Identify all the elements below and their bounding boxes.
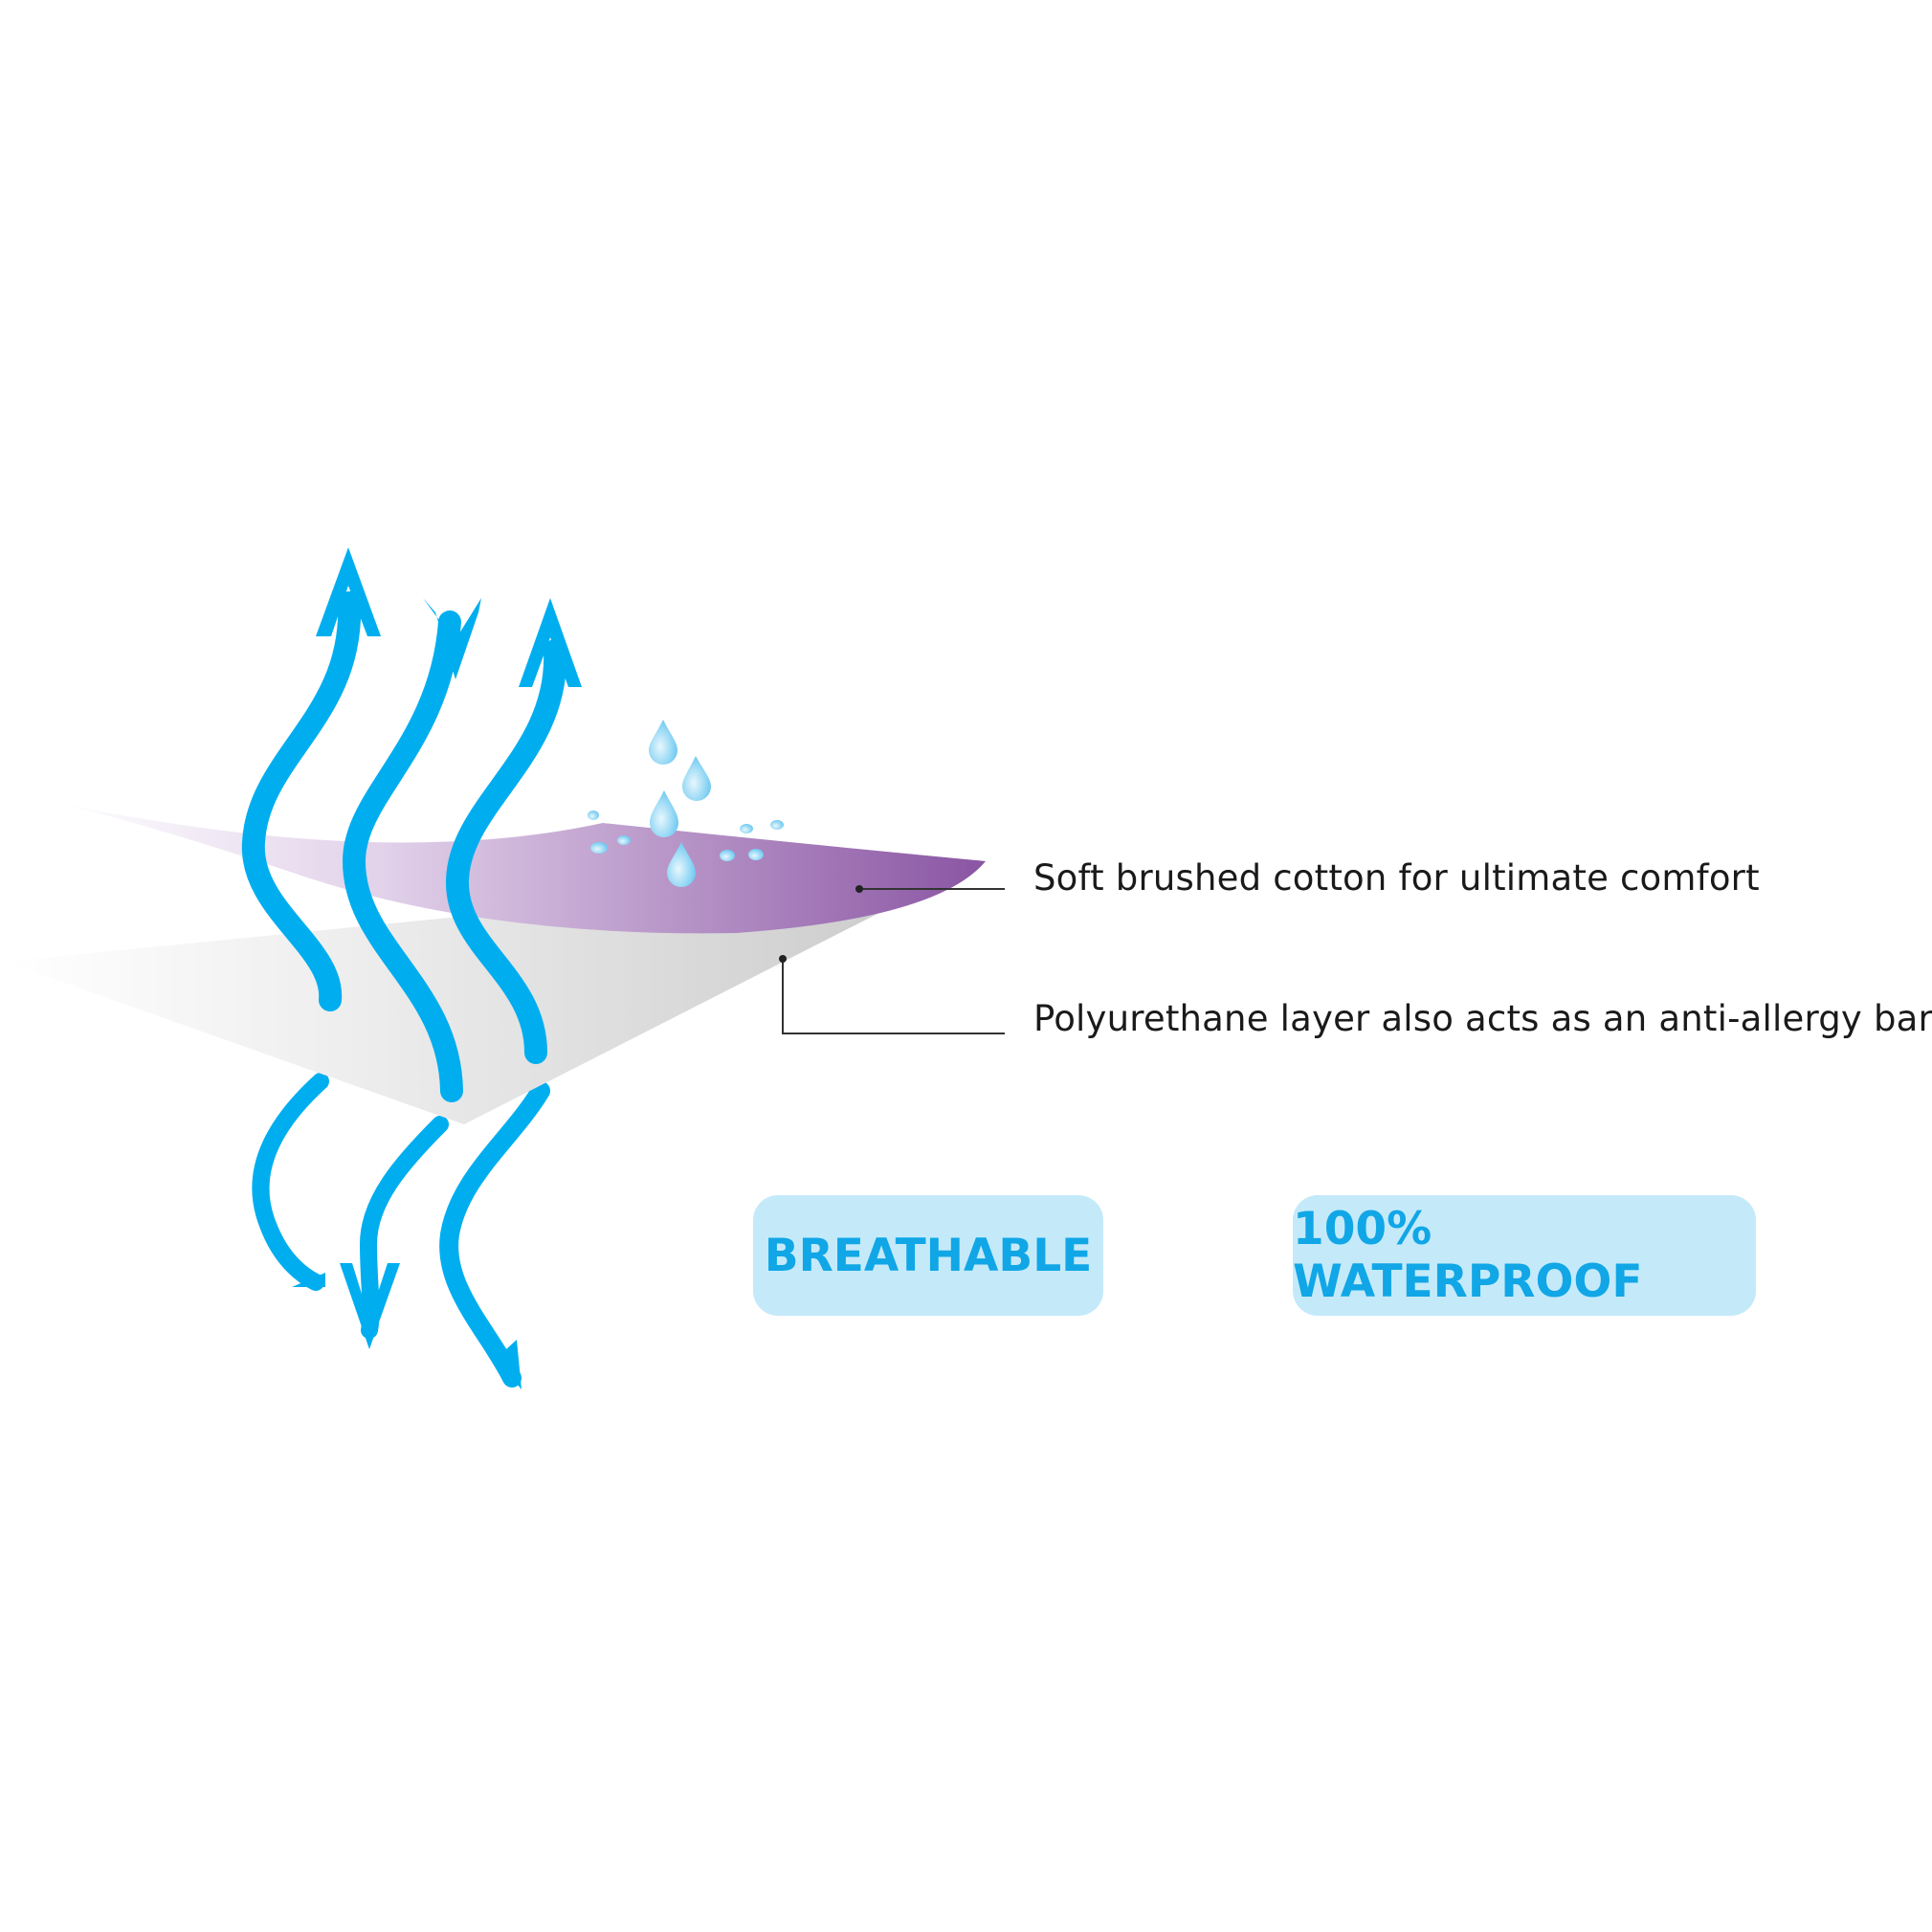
water-droplet-icon	[588, 811, 599, 820]
air-flow-arrow-icon	[496, 1340, 522, 1389]
air-flow-arrow-icon	[292, 1273, 325, 1287]
air-flow-arrow-icon	[316, 547, 381, 636]
water-droplet-icon	[720, 850, 735, 861]
air-flow-arrows-upper	[241, 591, 567, 1102]
breathable-badge: BREATHABLE	[753, 1195, 1103, 1316]
callout-lines	[782, 888, 1005, 1034]
polyurethane-callout-label: Polyurethane layer also acts as an anti-…	[1033, 998, 1932, 1039]
cotton-callout-label: Soft brushed cotton for ultimate comfort	[1033, 857, 1760, 899]
water-droplet-icon	[650, 790, 678, 837]
water-droplet-icon	[617, 835, 631, 845]
air-flow-arrow-icon	[252, 1073, 329, 1291]
air-flow-arrow-icon	[342, 611, 463, 1102]
water-droplet-icon	[682, 756, 711, 801]
arrow-tails	[292, 1263, 522, 1389]
water-droplet-icon	[649, 720, 677, 765]
waterproof-badge-text: 100% WATERPROOF	[1293, 1203, 1643, 1308]
cotton-leader-dot	[855, 885, 863, 893]
water-droplet-icon	[740, 824, 753, 833]
air-flow-arrows-lower	[252, 1073, 550, 1388]
water-droplet-icon	[590, 842, 608, 854]
water-droplet-icon	[748, 849, 764, 860]
air-flow-arrow-icon	[340, 1263, 400, 1349]
air-flow-arrow-icon	[423, 598, 481, 679]
polyurethane-leader-dot	[779, 955, 787, 963]
water-droplet-icon	[770, 820, 784, 830]
air-flow-arrow-icon	[241, 591, 362, 1011]
polyurethane-leader-line	[782, 959, 1005, 1034]
air-flow-arrow-icon	[359, 1116, 449, 1339]
waterproof-badge: 100% WATERPROOF	[1293, 1195, 1756, 1316]
air-flow-arrow-icon	[445, 639, 567, 1064]
air-flow-arrow-icon	[519, 598, 582, 687]
arrow-heads	[316, 547, 582, 687]
water-droplets	[588, 720, 784, 887]
air-flow-arrow-icon	[439, 1081, 550, 1388]
water-droplet-icon	[667, 842, 696, 887]
cotton-layer	[53, 802, 986, 934]
breathable-badge-text: BREATHABLE	[764, 1229, 1093, 1282]
